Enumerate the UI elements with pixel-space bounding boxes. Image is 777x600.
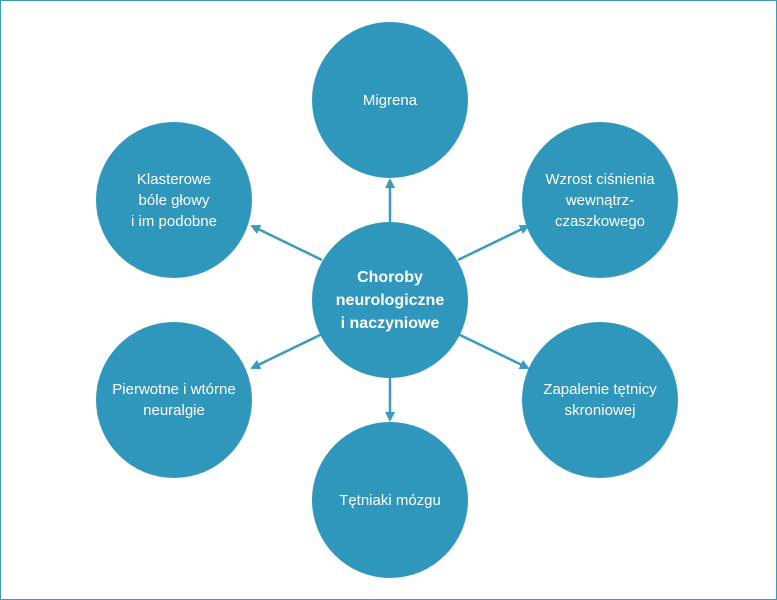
arrow-to-bottom-left (250, 332, 323, 370)
node-neuralgie: Pierwotne i wtórne neuralgie (96, 322, 252, 478)
node-zapalenie-tetnicy: Zapalenie tętnicy skroniowej (522, 322, 678, 478)
node-label: Migrena (362, 91, 418, 109)
node-label: Klasterowe bóle głowy i im podobne (131, 170, 217, 230)
node-center: Choroby neurologiczne i naczyniowe (312, 222, 468, 378)
node-migrena: Migrena (312, 22, 468, 178)
node-klasterowe: Klasterowe bóle głowy i im podobne (96, 122, 252, 278)
node-label: Pierwotne i wtórne neuralgie (112, 381, 236, 419)
node-wzrost-cisnienia: Wzrost ciśnienia wewnątrz- czaszkowego (522, 122, 678, 278)
node-tetniaki-mozgu: Tętniaki mózgu (312, 422, 468, 578)
node-label: Wzrost ciśnienia wewnątrz- czaszkowego (545, 170, 655, 230)
node-label: Zapalenie tętnicy skroniowej (543, 381, 657, 419)
arrow-to-top-right (457, 224, 530, 262)
node-label: Tętniaki mózgu (339, 491, 441, 509)
arrow-to-top-left (250, 224, 323, 262)
arrow-to-bottom-right (457, 332, 530, 370)
center-label: Choroby neurologiczne i naczyniowe (335, 268, 445, 332)
